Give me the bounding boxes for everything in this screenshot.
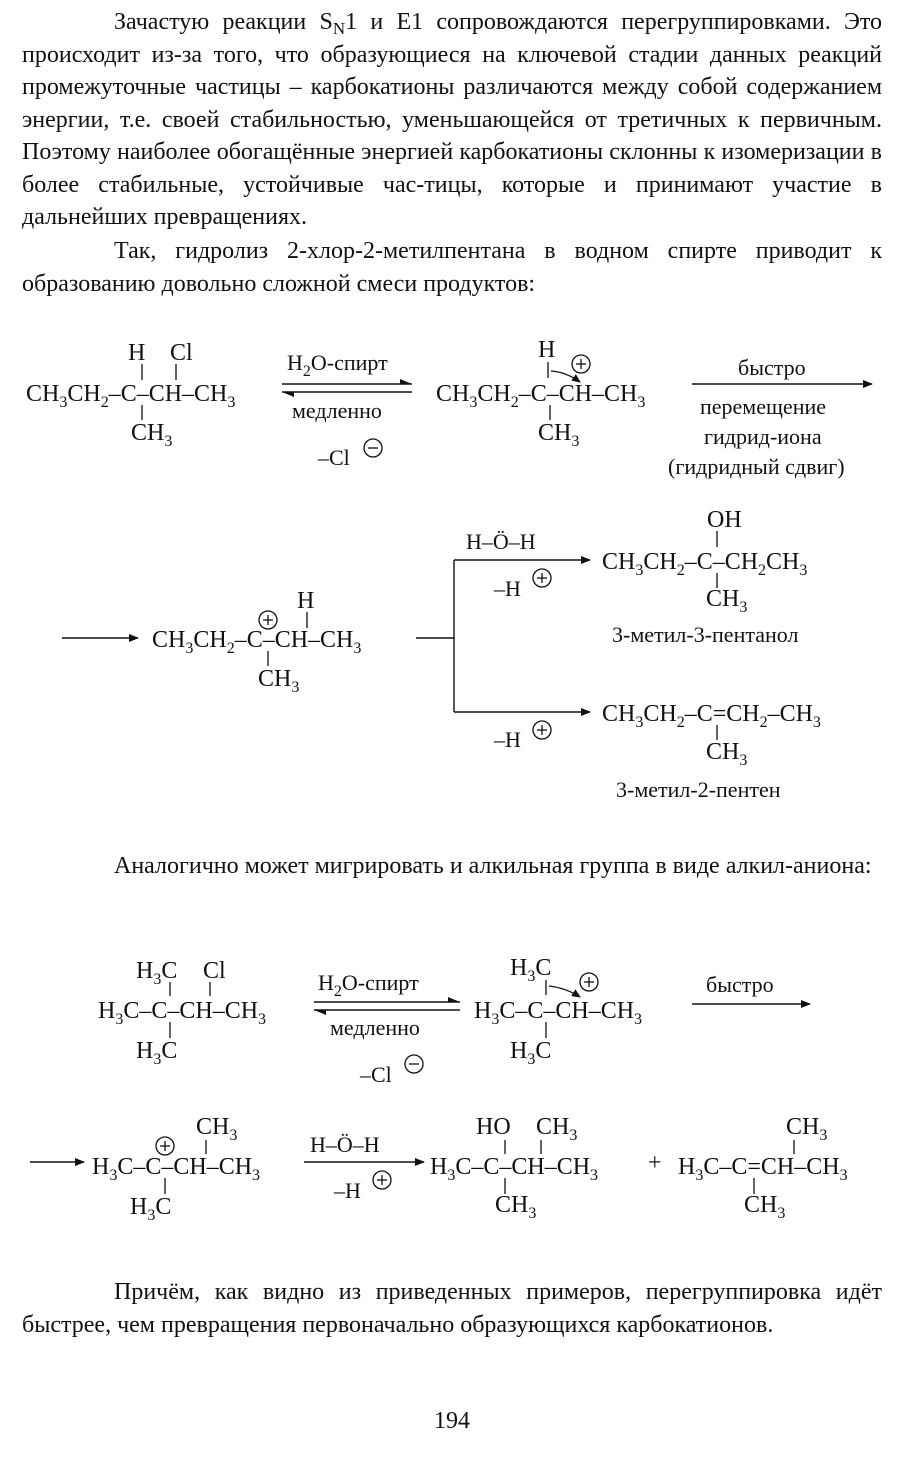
plus-charge-icon bbox=[258, 610, 278, 630]
svg-text:H3C–C=CH–CH3: H3C–C=CH–CH3 bbox=[678, 1154, 848, 1184]
paragraph-1-subscript: N bbox=[332, 19, 346, 38]
svg-text:CH3CH2–C–CH–CH3: CH3CH2–C–CH–CH3 bbox=[436, 381, 645, 411]
svg-text:H3C: H3C bbox=[136, 1038, 177, 1068]
scheme-1-reactant: H Cl CH3CH2–C–CH–CH3 CH3 bbox=[26, 340, 235, 450]
svg-text:CH3: CH3 bbox=[786, 1114, 827, 1144]
paragraph-1-rest: 1 и E1 сопровождаются перегруппировками.… bbox=[22, 9, 882, 230]
scheme-1-shift-line2: гидрид-иона bbox=[704, 424, 822, 449]
page-number: 194 bbox=[434, 1408, 470, 1434]
scheme-2-product-alkene: CH3 H3C–C=CH–CH3 CH3 bbox=[678, 1114, 848, 1222]
plus-charge-icon bbox=[579, 972, 599, 992]
scheme-1-branching-arrows: Н–Ö–Н –Н –Н bbox=[416, 529, 591, 752]
paragraph-1: Зачастую реакции SN1 и E1 сопровождаются… bbox=[22, 6, 882, 234]
paragraph-2: Так, гидролиз 2-хлор-2-метилпентана в во… bbox=[22, 235, 882, 300]
scheme-1-reagent-label: Н2О-спирт bbox=[287, 350, 388, 380]
scheme-2-equilibrium-arrow: Н2О-спирт медленно –Cl bbox=[314, 970, 460, 1087]
plus-sign: + bbox=[648, 1150, 662, 1176]
scheme-2-fast-label: быстро bbox=[706, 972, 774, 997]
svg-text:Cl: Cl bbox=[170, 340, 193, 366]
svg-text:CH3CH2–C=CH2–CH3: CH3CH2–C=CH2–CH3 bbox=[602, 701, 821, 731]
scheme-2-rearranged-cation: CH3 H3C–C–CH–CH3 H3C bbox=[30, 1114, 260, 1224]
scheme-1-fast-label: быстро bbox=[738, 355, 806, 380]
svg-text:CH3: CH3 bbox=[706, 739, 747, 769]
plus-charge-icon bbox=[532, 720, 552, 740]
scheme-2-reactant: H3C Cl H3C–C–CH–CH3 H3C bbox=[98, 958, 266, 1068]
minus-charge-icon bbox=[404, 1054, 424, 1074]
svg-text:H3C: H3C bbox=[130, 1194, 171, 1224]
svg-text:H: H bbox=[538, 337, 555, 363]
paragraph-3-text: Аналогично может мигрировать и алкильная… bbox=[114, 853, 872, 879]
paragraph-4: Причём, как видно из приведенных примеро… bbox=[22, 1276, 882, 1341]
svg-text:Cl: Cl bbox=[203, 958, 226, 984]
svg-text:CH3CH2–C–CH–CH3: CH3CH2–C–CH–CH3 bbox=[26, 381, 235, 411]
scheme-1-tertiary-cation: H CH3CH2–C–CH–CH3 CH3 bbox=[62, 588, 361, 696]
scheme-1-product1-name: 3-метил-3-пентанол bbox=[612, 622, 798, 647]
svg-text:HO: HO bbox=[476, 1114, 511, 1140]
scheme-2-minus-h-label: –Н bbox=[333, 1178, 361, 1203]
svg-text:CH3CH2–C–CH–CH3: CH3CH2–C–CH–CH3 bbox=[152, 627, 361, 657]
scheme-1-product-alkene: CH3CH2–C=CH2–CH3 CH3 3-метил-2-пентен bbox=[602, 701, 821, 802]
plus-charge-icon bbox=[155, 1136, 175, 1156]
svg-text:H3C: H3C bbox=[136, 958, 177, 988]
scheme-1-product-alcohol: OH CH3CH2–C–CH2CH3 CH3 3-метил-3-пентано… bbox=[602, 507, 807, 647]
scheme-2-slow-label: медленно bbox=[330, 1015, 420, 1040]
scheme-1-minus-h-label-1: –Н bbox=[493, 576, 521, 601]
svg-text:CH3: CH3 bbox=[196, 1114, 237, 1144]
scheme-1-leaving-group: –Cl bbox=[317, 445, 350, 470]
paragraph-2-text: Так, гидролиз 2-хлор-2-метилпентана в во… bbox=[22, 238, 882, 297]
svg-text:OH: OH bbox=[707, 507, 742, 533]
svg-text:CH3: CH3 bbox=[131, 420, 172, 450]
scheme-1-cation: H CH3CH2–C–CH–CH3 CH3 bbox=[436, 337, 645, 450]
plus-charge-icon bbox=[372, 1170, 392, 1190]
scheme-1-shift-line3: (гидридный сдвиг) bbox=[668, 454, 845, 479]
svg-text:H3C–C–CH–CH3: H3C–C–CH–CH3 bbox=[474, 998, 642, 1028]
paragraph-4-text: Причём, как видно из приведенных примеро… bbox=[22, 1279, 882, 1338]
scheme-1-product2-name: 3-метил-2-пентен bbox=[616, 777, 781, 802]
svg-text:H: H bbox=[128, 340, 145, 366]
scheme-2-fast-arrow: быстро bbox=[692, 972, 811, 1008]
svg-text:CH3: CH3 bbox=[495, 1192, 536, 1222]
minus-charge-icon bbox=[363, 438, 383, 458]
svg-text:CH3: CH3 bbox=[258, 666, 299, 696]
scheme-2-reagent-label: Н2О-спирт bbox=[318, 970, 419, 1000]
svg-text:H3C–C–CH–CH3: H3C–C–CH–CH3 bbox=[92, 1154, 260, 1184]
scheme-2-water-arrow: Н–Ö–Н –Н bbox=[304, 1132, 425, 1203]
plus-charge-icon bbox=[571, 354, 591, 374]
svg-text:CH3: CH3 bbox=[536, 1114, 577, 1144]
svg-text:H3C: H3C bbox=[510, 955, 551, 985]
svg-text:CH3CH2–C–CH2CH3: CH3CH2–C–CH2CH3 bbox=[602, 549, 807, 579]
paragraph-3: Аналогично может мигрировать и алкильная… bbox=[22, 850, 882, 883]
scheme-2-product-alcohol: HO CH3 H3C–C–CH–CH3 CH3 bbox=[430, 1114, 598, 1222]
scheme-1-equilibrium-arrow: Н2О-спирт медленно –Cl bbox=[282, 350, 412, 470]
svg-text:H3C–C–CH–CH3: H3C–C–CH–CH3 bbox=[430, 1154, 598, 1184]
scheme-2-leaving-group: –Cl bbox=[359, 1062, 392, 1087]
svg-text:CH3: CH3 bbox=[744, 1192, 785, 1222]
scheme-2-water-label: Н–Ö–Н bbox=[310, 1132, 380, 1157]
svg-text:CH3: CH3 bbox=[706, 586, 747, 616]
svg-text:H3C: H3C bbox=[510, 1038, 551, 1068]
scheme-1-water-label: Н–Ö–Н bbox=[466, 529, 536, 554]
svg-text:H3C–C–CH–CH3: H3C–C–CH–CH3 bbox=[98, 998, 266, 1028]
svg-text:CH3: CH3 bbox=[538, 420, 579, 450]
scheme-2-cation: H3C H3C–C–CH–CH3 H3C bbox=[474, 955, 642, 1068]
scheme-1-shift-arrow: быстро перемещение гидрид-иона (гидридны… bbox=[668, 355, 873, 479]
scheme-1-shift-line1: перемещение bbox=[700, 394, 826, 419]
scheme-1-minus-h-label-2: –Н bbox=[493, 727, 521, 752]
svg-text:H: H bbox=[297, 588, 314, 614]
scheme-1-slow-label: медленно bbox=[292, 398, 382, 423]
paragraph-1-start: Зачастую реакции S bbox=[114, 9, 333, 35]
plus-charge-icon bbox=[532, 568, 552, 588]
